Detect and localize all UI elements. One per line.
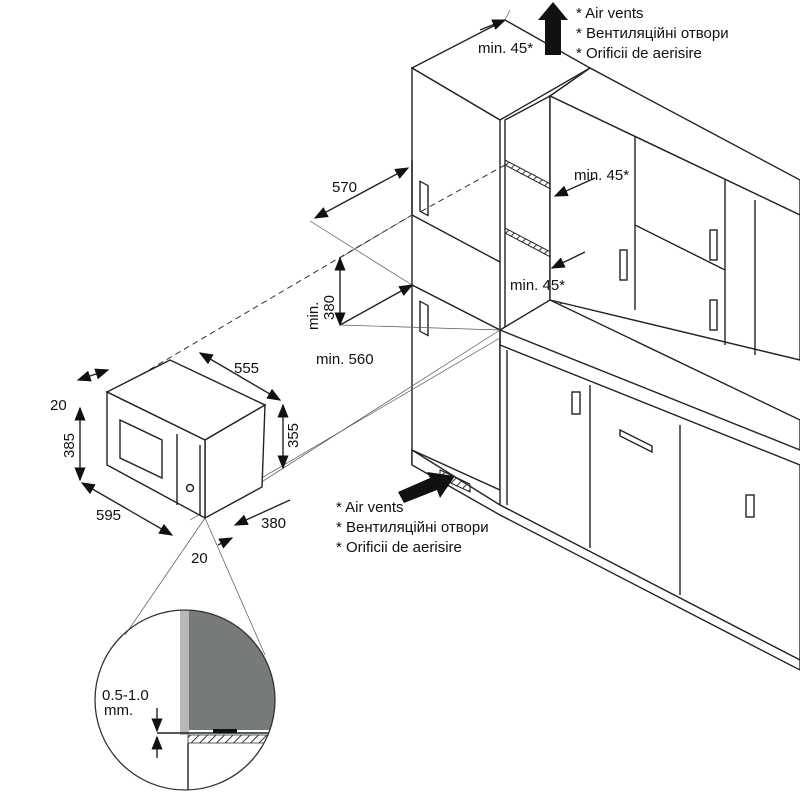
vents-bottom-line2: * Вентиляційні отвори [336,519,489,536]
upper-cabinets [548,67,800,361]
vents-top-line3: * Orificii de aerisire [576,45,702,62]
cabinet-handle [745,494,755,518]
detail-body [189,610,275,730]
microwave-knob [185,483,195,493]
gap-middle-label: min. 45* [574,167,629,184]
mw-frame-bottom-label: 20 [191,550,208,567]
gap-lower-label: min. 45* [510,277,565,294]
cabinet-handle [619,249,628,281]
cabinet-handle [419,300,429,337]
detail-frame [180,610,189,735]
cabinet-handle [709,299,718,331]
base-cabinets [411,299,800,671]
gap-label-line2: mm. [104,702,133,719]
microwave [74,352,291,549]
air-arrow-in-icon [398,472,455,503]
vents-bottom-line3: * Orificii de aerisire [336,539,462,556]
vents-top-line2: * Вентиляційні отвори [576,25,729,42]
vents-top-line1: * Air vents [576,5,644,22]
gap-label-line1: 0.5-1.0 [102,687,149,704]
mw-width-label: 595 [96,507,121,524]
niche-height-label-line1: min. [305,302,322,330]
microwave-window [119,418,163,480]
drawer-handle [619,428,653,454]
mw-height-side-label: 355 [285,423,302,448]
mw-frame-top-label: 20 [50,397,67,414]
gap-top-label: min. 45* [478,40,533,57]
cabinet-handle [709,229,718,261]
cabinet-handle [419,180,429,217]
mw-depth-bottom-label: 380 [261,515,286,532]
niche-height-label-line2: 380 [321,295,338,320]
cabinet-handle [571,391,581,415]
vents-bottom-line1: * Air vents [336,499,404,516]
niche-width-label: 570 [332,179,357,196]
niche-depth-label: min. 560 [316,351,374,368]
air-arrow-up-icon [538,2,568,55]
projection-line [114,214,413,391]
mw-height-front-label: 385 [61,433,78,458]
mw-depth-top-label: 555 [234,360,259,377]
